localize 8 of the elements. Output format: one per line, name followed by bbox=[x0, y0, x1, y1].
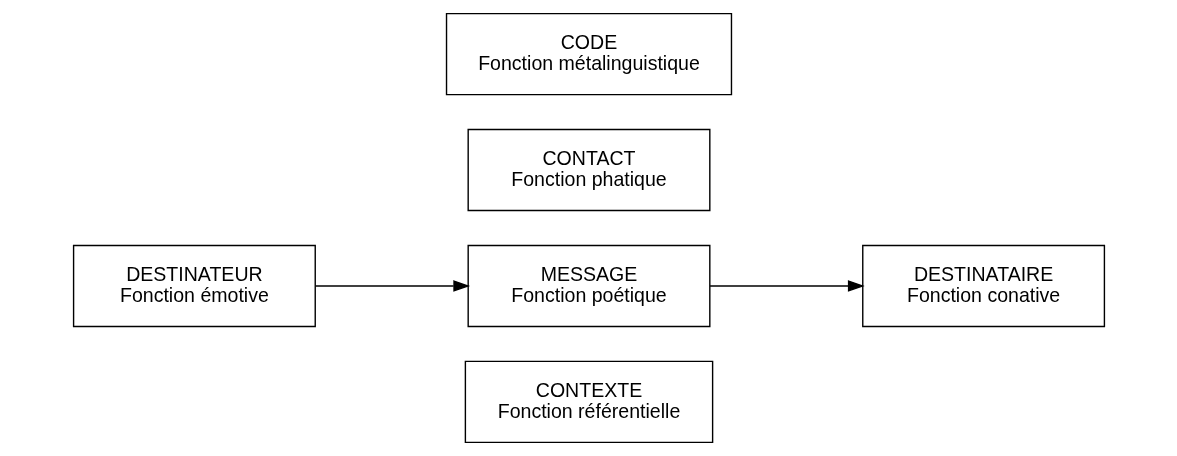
arrow bbox=[708, 280, 865, 292]
node-box: CODE Fonction métalinguistique bbox=[445, 12, 732, 96]
node-box: DESTINATEUR Fonction émotive bbox=[72, 244, 316, 328]
node-box: CONTEXTE Fonction référentielle bbox=[464, 360, 713, 444]
node-box: MESSAGE Fonction poétique bbox=[467, 244, 711, 328]
node-box: CONTACT Fonction phatique bbox=[467, 128, 711, 212]
node-box: DESTINATAIRE Fonction conative bbox=[861, 244, 1105, 328]
arrow bbox=[314, 280, 470, 292]
